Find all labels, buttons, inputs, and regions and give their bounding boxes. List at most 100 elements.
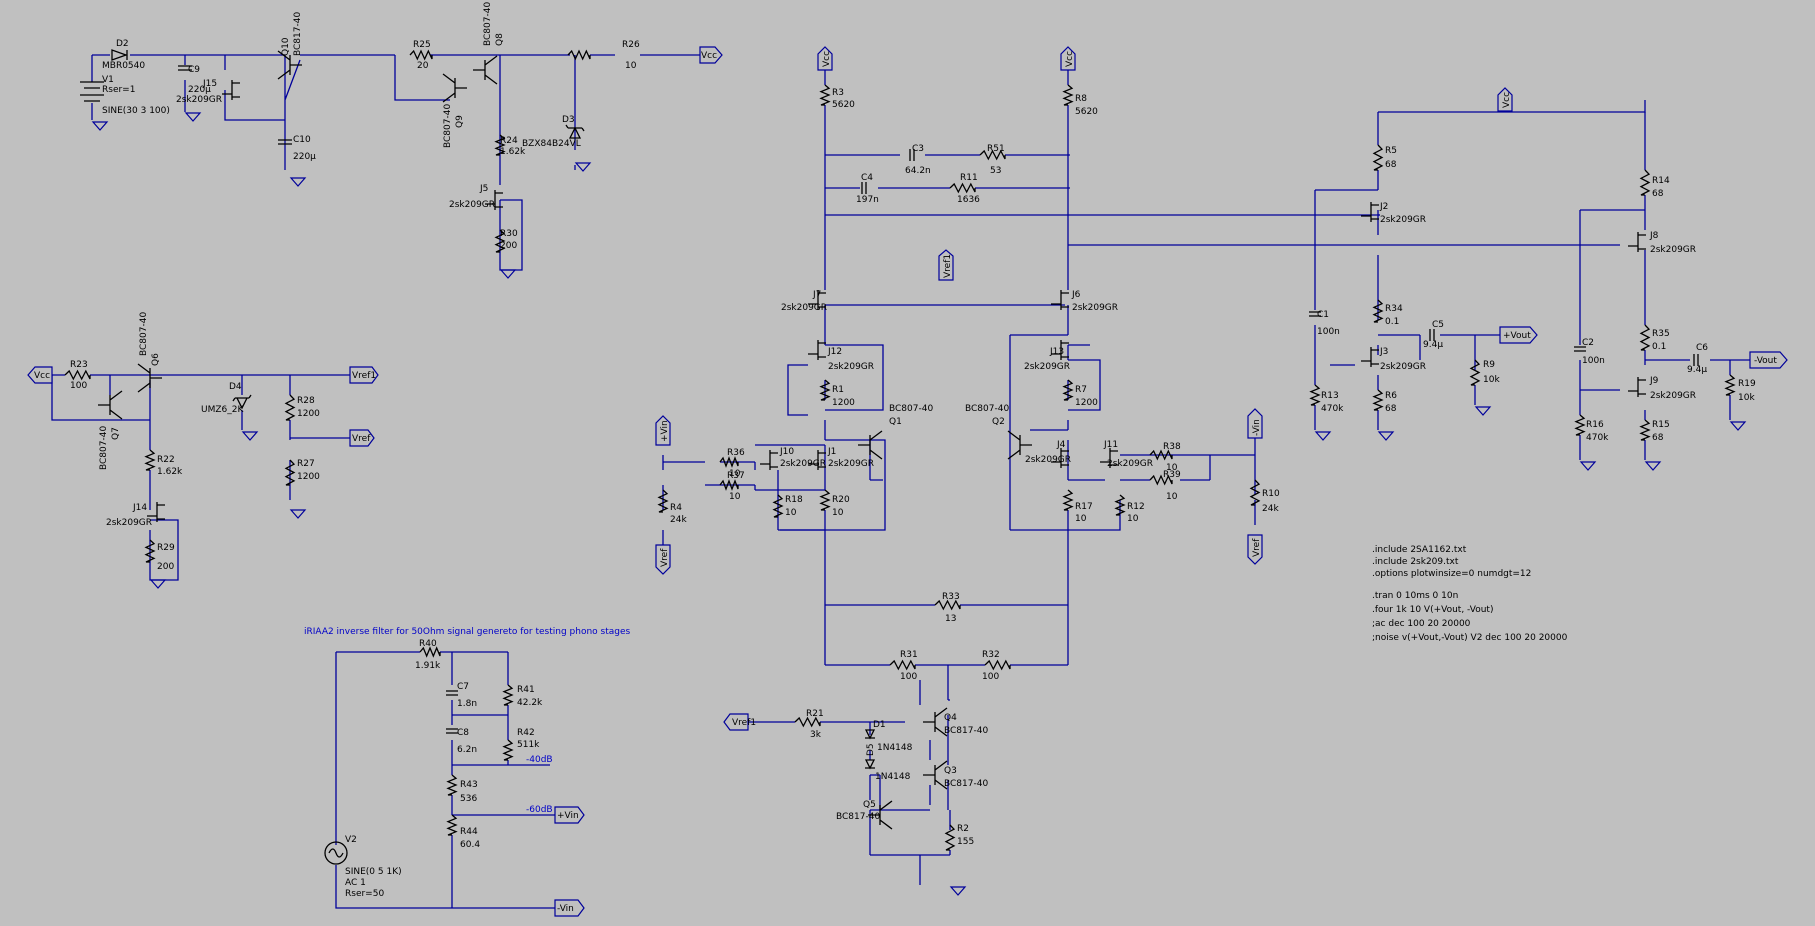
resistor-r32[interactable] xyxy=(984,659,1011,671)
jfet-j11[interactable] xyxy=(1100,448,1118,468)
jfet-j12[interactable] xyxy=(808,340,826,360)
diode-d1[interactable] xyxy=(864,729,876,740)
resistor-r38[interactable] xyxy=(1149,449,1173,461)
capacitor-c8[interactable] xyxy=(446,728,458,734)
resistor-r31[interactable] xyxy=(889,659,916,671)
resistor-r22[interactable] xyxy=(144,449,156,471)
directive-2[interactable]: .include 2sk209.txt xyxy=(1372,557,1459,567)
resistor-r9[interactable] xyxy=(1469,359,1481,386)
directive-4[interactable]: .tran 0 10ms 0 10n xyxy=(1372,591,1458,601)
jfet-j6[interactable] xyxy=(1051,290,1069,310)
resistor-r15[interactable] xyxy=(1639,419,1651,441)
jfet-j1[interactable] xyxy=(808,450,826,470)
resistor-r21[interactable] xyxy=(794,716,821,728)
resistor-r42[interactable] xyxy=(502,739,514,761)
resistor-r4[interactable] xyxy=(657,489,669,513)
resistor-r36[interactable] xyxy=(719,456,739,468)
transistor-q4[interactable] xyxy=(923,707,948,737)
capacitor-c2[interactable] xyxy=(1574,346,1586,352)
resistor-r24[interactable] xyxy=(494,134,506,156)
resistor-r29[interactable] xyxy=(144,539,156,563)
jfet-j5[interactable] xyxy=(485,190,503,210)
resistor-r19[interactable] xyxy=(1724,374,1736,396)
resistor-r8[interactable] xyxy=(1062,84,1074,106)
transistor-q10[interactable] xyxy=(277,50,302,80)
capacitor-c4[interactable] xyxy=(861,182,867,194)
transistor-q7[interactable] xyxy=(98,390,123,420)
resistor-r28[interactable] xyxy=(284,394,296,421)
directive-6[interactable]: ;ac dec 100 20 20000 xyxy=(1372,619,1471,629)
resistor-r16[interactable] xyxy=(1574,414,1586,436)
resistor-r33[interactable] xyxy=(934,599,961,611)
jfet-j4[interactable] xyxy=(1051,448,1069,468)
resistor-r44[interactable] xyxy=(446,814,458,836)
diode-d5[interactable] xyxy=(864,759,876,770)
transistor-q8[interactable] xyxy=(473,55,498,85)
label-j14-ref: J14 xyxy=(132,503,147,513)
jfet-j14[interactable] xyxy=(147,502,165,522)
transistor-q2[interactable] xyxy=(1007,430,1032,460)
jfet-j13[interactable] xyxy=(1051,340,1069,360)
resistor-r14[interactable] xyxy=(1639,169,1651,196)
resistor-r17[interactable] xyxy=(1062,489,1074,511)
zener-d4[interactable] xyxy=(232,394,252,410)
resistor-r23[interactable] xyxy=(64,369,91,381)
directive-5[interactable]: .four 1k 10 V(+Vout, -Vout) xyxy=(1372,605,1493,615)
resistor-r39[interactable] xyxy=(1149,474,1173,486)
resistor-r10[interactable] xyxy=(1249,479,1261,506)
resistor-r13[interactable] xyxy=(1309,384,1321,406)
voltage-source-v1[interactable] xyxy=(80,81,104,102)
capacitor-c3[interactable] xyxy=(909,149,915,161)
resistor-r11[interactable] xyxy=(949,182,976,194)
resistor-r25[interactable] xyxy=(409,49,433,61)
resistor-r5[interactable] xyxy=(1372,144,1384,171)
jfet-j2[interactable] xyxy=(1361,202,1379,222)
directive-1[interactable]: .include 2SA1162.txt xyxy=(1372,545,1467,555)
resistor-r27[interactable] xyxy=(284,459,296,486)
voltage-source-v2[interactable] xyxy=(324,841,348,865)
resistor-r37[interactable] xyxy=(719,479,739,491)
label-c3-ref: C3 xyxy=(912,144,924,154)
diode-d2[interactable] xyxy=(111,49,128,61)
resistor-r41[interactable] xyxy=(502,684,514,706)
resistor-r40[interactable] xyxy=(419,646,441,658)
capacitor-c9[interactable] xyxy=(178,65,192,71)
label-j9-val: 2sk209GR xyxy=(1650,391,1696,401)
capacitor-c1[interactable] xyxy=(1309,311,1321,317)
label-d3-ref: D3 xyxy=(562,115,575,125)
resistor-r35[interactable] xyxy=(1639,324,1651,351)
resistor-r30[interactable] xyxy=(494,229,506,253)
resistor-r2[interactable] xyxy=(944,824,956,851)
directive-7[interactable]: ;noise v(+Vout,-Vout) V2 dec 100 20 2000… xyxy=(1372,633,1568,643)
jfet-j9[interactable] xyxy=(1628,377,1646,397)
jfet-j15[interactable] xyxy=(222,80,240,100)
resistor-r1[interactable] xyxy=(819,379,831,401)
jfet-j7[interactable] xyxy=(808,290,826,310)
resistor-r3[interactable] xyxy=(819,84,831,106)
jfet-j8[interactable] xyxy=(1628,232,1646,252)
capacitor-c6[interactable] xyxy=(1693,354,1699,366)
transistor-q3[interactable] xyxy=(923,760,948,790)
transistor-q9[interactable] xyxy=(442,73,467,103)
zener-d3[interactable] xyxy=(565,124,585,139)
resistor-r34[interactable] xyxy=(1372,299,1384,323)
capacitor-c10[interactable] xyxy=(278,139,292,145)
resistor-r43[interactable] xyxy=(446,774,458,796)
resistor-r20[interactable] xyxy=(819,489,831,511)
resistor-r7[interactable] xyxy=(1062,379,1074,401)
capacitor-c5[interactable] xyxy=(1429,329,1435,341)
resistor-r18[interactable] xyxy=(772,494,784,518)
transistor-q5[interactable] xyxy=(868,800,893,830)
resistor-r6[interactable] xyxy=(1372,389,1384,411)
resistor-r26[interactable] xyxy=(567,49,591,61)
resistor-r51[interactable] xyxy=(979,149,1006,161)
jfet-j3[interactable] xyxy=(1361,347,1379,367)
capacitor-c7[interactable] xyxy=(446,690,458,696)
transistor-q1[interactable] xyxy=(858,430,883,460)
grounds xyxy=(92,112,1746,896)
transistor-q6[interactable] xyxy=(137,363,162,393)
directive-3[interactable]: .options plotwinsize=0 numdgt=12 xyxy=(1372,569,1531,579)
jfet-j10[interactable] xyxy=(760,450,778,470)
resistor-r12[interactable] xyxy=(1114,494,1126,516)
